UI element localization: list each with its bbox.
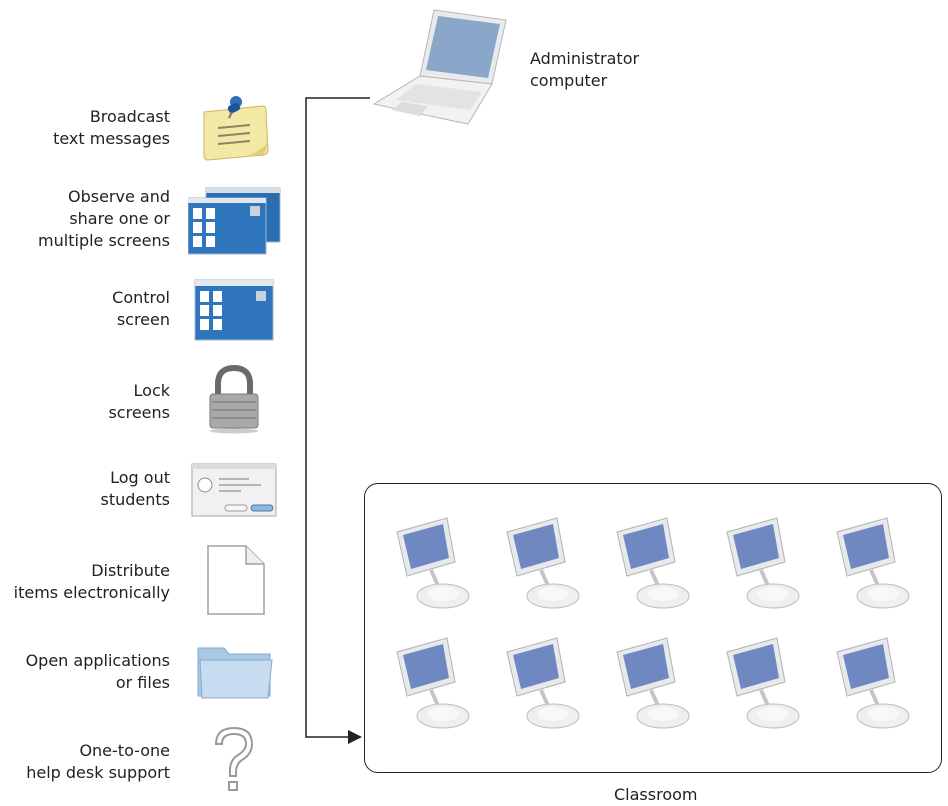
padlock-icon xyxy=(204,364,264,434)
imac-icon xyxy=(391,634,481,734)
feature-label-logout: Log out students xyxy=(100,468,171,509)
imac-icon xyxy=(831,634,921,734)
imac-icon xyxy=(611,514,701,614)
dialog-window-icon xyxy=(191,463,277,517)
imac-icon xyxy=(831,514,921,614)
admin-computer-label: Administrator computer xyxy=(530,49,640,90)
imac-icon xyxy=(501,634,591,734)
connector-arrow xyxy=(305,97,370,744)
feature-label-distribute: Distribute items electronically xyxy=(13,561,170,602)
laptop-icon xyxy=(372,6,512,126)
imac-icon xyxy=(611,634,701,734)
screen-icon xyxy=(194,279,274,341)
feature-label-helpdesk: One-to-one help desk support xyxy=(26,741,170,782)
imac-icon xyxy=(501,514,591,614)
feature-label-control: Control screen xyxy=(112,288,170,329)
folder-icon xyxy=(196,640,274,700)
multiple-screens-icon xyxy=(188,186,282,256)
imac-icon xyxy=(721,514,811,614)
feature-label-broadcast: Broadcast text messages xyxy=(53,107,170,148)
classroom-label: Classroom xyxy=(614,785,698,804)
feature-label-observe: Observe and share one or multiple screen… xyxy=(38,187,170,250)
feature-label-open: Open applications or files xyxy=(25,651,170,692)
imac-icon xyxy=(721,634,811,734)
question-mark-icon xyxy=(208,724,260,800)
imac-icon xyxy=(391,514,481,614)
feature-label-lock: Lock screens xyxy=(108,381,170,422)
sticky-note-icon xyxy=(198,94,272,166)
classroom-box xyxy=(364,483,942,773)
document-icon xyxy=(206,544,266,616)
